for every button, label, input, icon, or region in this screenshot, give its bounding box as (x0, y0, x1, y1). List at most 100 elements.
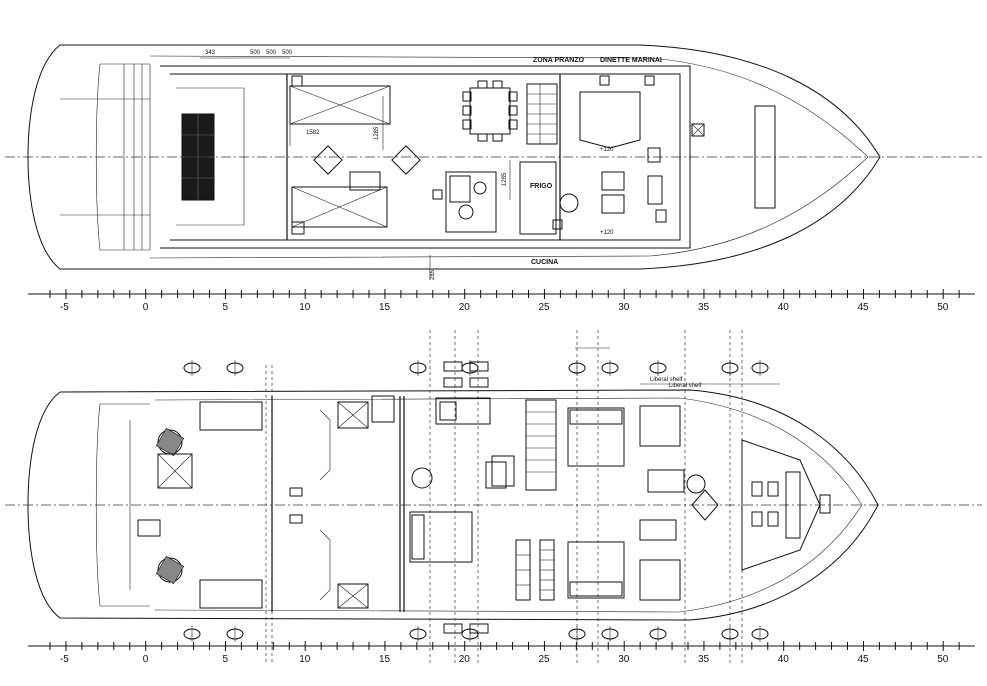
upper-hatch (691, 123, 705, 137)
lower-bow-bunk-2 (767, 481, 779, 497)
lower-scale-tick-label: 30 (618, 654, 630, 665)
upper-dim-1285: 1285 (374, 126, 380, 140)
lower-closet (371, 395, 395, 423)
upper-dim-343: 343 (205, 50, 216, 56)
lower-stair-landing (491, 455, 515, 487)
lower-scale-tick-label: 35 (698, 654, 710, 665)
lower-scale-tick-label: 45 (857, 654, 869, 665)
upper-helm-chair-2 (601, 194, 625, 214)
upper-dim-1285b: 1285 (502, 172, 508, 186)
lower-crew-head (157, 453, 193, 489)
upper-scale-tick-label: 20 (459, 302, 471, 313)
upper-bow-locker (754, 105, 776, 209)
lower-label-b: Liberal shelf (669, 383, 702, 389)
lower-bow-diamond (691, 489, 719, 521)
upper-scale-tick-label: 0 (143, 302, 149, 313)
lower-guest-bed-2 (567, 541, 625, 599)
through-hull-box (469, 361, 489, 372)
lower-head-4 (639, 559, 681, 601)
through-hull-box (469, 377, 489, 388)
upper-deckhouse-inner (170, 73, 681, 241)
upper-dining-table (469, 87, 511, 135)
upper-instrument-1 (647, 147, 661, 163)
through-hull-box (443, 377, 463, 388)
upper-scale-tick-label: 50 (937, 302, 949, 313)
lower-head-3 (639, 519, 677, 541)
upper-scale-tick-label: 10 (299, 302, 311, 313)
through-hull-box (443, 361, 463, 372)
lower-engine-hatch-2 (337, 583, 369, 609)
upper-sink (449, 175, 471, 203)
upper-pouf-1 (313, 145, 343, 175)
lower-bow-cabin (741, 439, 821, 571)
upper-post-2 (291, 221, 305, 235)
upper-transom (100, 63, 151, 251)
upper-label-zona-pranzo: ZONA PRANZO (533, 57, 585, 64)
lower-scale-tick-label: 15 (379, 654, 391, 665)
upper-deck-plan: ZONA PRANZO DINETTE MARINAI FRIGO CUCINA… (5, 44, 982, 280)
lower-crew-locker (137, 519, 161, 537)
upper-post-5 (432, 189, 443, 200)
lower-crew-bed-2 (199, 579, 263, 609)
lower-hull-inner (154, 397, 863, 613)
lower-stairs (525, 399, 557, 491)
lower-scale-tick-label: -5 (60, 654, 69, 665)
upper-dim-500c: 500 (282, 50, 293, 56)
upper-scale-tick-label: -5 (60, 302, 69, 313)
lower-scale-tick-label: 5 (222, 654, 228, 665)
upper-dim-500a: 500 (250, 50, 261, 56)
upper-post-3 (599, 75, 610, 86)
upper-dim-500b: 500 (266, 50, 277, 56)
lower-gen-1 (289, 487, 303, 497)
upper-cockpit (176, 87, 245, 226)
lower-guest-bed-1 (567, 407, 625, 467)
lower-vip-bed (409, 511, 473, 563)
upper-dim-1582: 1582 (306, 130, 320, 136)
lower-label-a: Liberal shelf (650, 377, 683, 383)
upper-scale-tick-label: 15 (379, 302, 391, 313)
upper-scale-tick-label: 35 (698, 302, 710, 313)
upper-post-1 (291, 75, 303, 87)
upper-stove (473, 181, 487, 195)
lower-scale-tick-label: 50 (937, 654, 949, 665)
lower-head-1 (435, 397, 491, 425)
lower-gen-2 (289, 514, 303, 524)
upper-fixture-a (552, 219, 563, 230)
upper-label-cucina: CUCINA (531, 259, 558, 266)
lower-bow-bunk-4 (767, 511, 779, 527)
lower-deck-plan: Liberal shelf Liberal shelf (5, 330, 982, 665)
lower-shower (647, 469, 685, 493)
upper-helm-seat (559, 193, 579, 213)
upper-dining-chairs (462, 80, 518, 142)
upper-label-dinette-marinai: DINETTE MARINAI (600, 57, 662, 64)
lower-bow-locker (785, 471, 801, 539)
lower-scale-tick-label: 10 (299, 654, 311, 665)
lower-scale-tick-label: 40 (778, 654, 790, 665)
through-hull-box (443, 623, 463, 634)
upper-scale-tick-label: 5 (222, 302, 228, 313)
upper-scale-tick-label: 45 (857, 302, 869, 313)
lower-stabilizers (183, 360, 769, 642)
lower-engine-hatch-1 (337, 401, 369, 429)
lower-engine-2 (319, 529, 331, 601)
upper-instrument-2 (647, 175, 663, 205)
upper-dim-285: 285 (430, 269, 436, 280)
lower-tub-2 (686, 474, 706, 494)
lower-crew-bed-1 (199, 401, 263, 431)
lower-tub-1 (411, 467, 433, 489)
upper-dim-plus120b: +120 (600, 230, 614, 236)
lower-wardrobe-rails (515, 539, 555, 601)
lower-scale-tick-label: 25 (538, 654, 550, 665)
lower-scale-tick-label: 20 (459, 654, 471, 665)
upper-hull-inner (149, 55, 869, 259)
lower-transom (95, 403, 150, 607)
lower-head-2 (639, 405, 681, 447)
upper-hull-outline (27, 44, 881, 270)
upper-ottoman (349, 171, 381, 191)
upper-pouf-2 (391, 145, 421, 175)
upper-stairs (526, 83, 558, 145)
upper-round-table (458, 204, 474, 220)
